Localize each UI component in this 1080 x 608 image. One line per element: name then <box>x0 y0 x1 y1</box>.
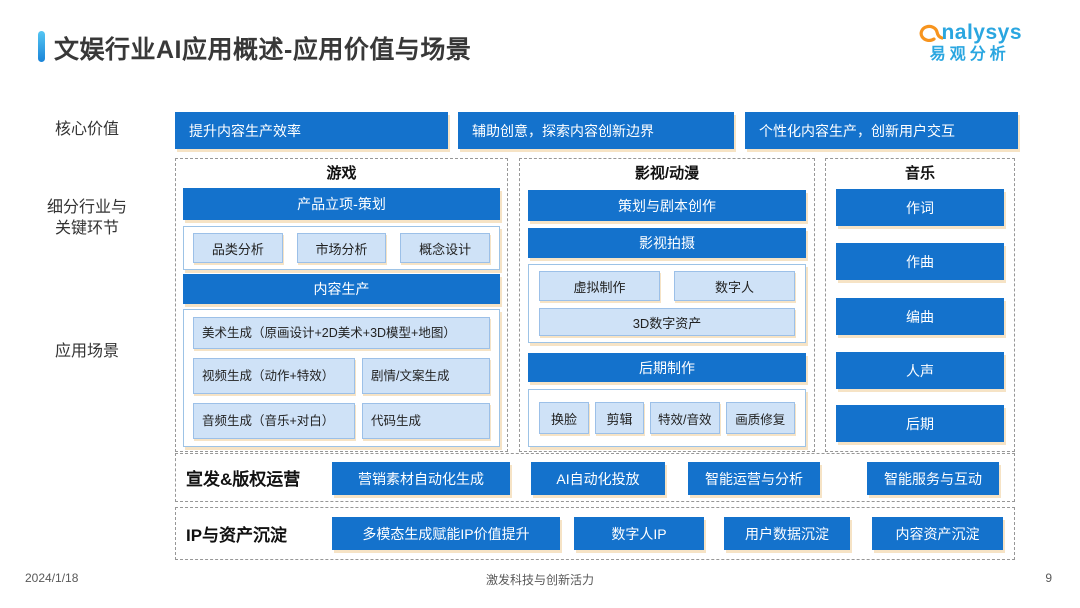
game-item-category-analysis: 品类分析 <box>193 233 283 263</box>
game-item-video-generation: 视频生成（动作+特效） <box>193 358 355 394</box>
music-item-post: 后期 <box>836 405 1004 442</box>
logo-brand-text: nalysys <box>941 20 1022 44</box>
footer-date: 2024/1/18 <box>25 571 79 585</box>
game-item-art-generation: 美术生成（原画设计+2D美术+3D模型+地图） <box>193 317 490 349</box>
ip-item-content-assets: 内容资产沉淀 <box>872 517 1003 550</box>
film-item-digital-human: 数字人 <box>674 271 795 302</box>
film-item-virtual-production: 虚拟制作 <box>539 271 660 302</box>
promo-item-smart-operation: 智能运营与分析 <box>688 462 820 495</box>
game-column: 游戏 产品立项-策划 品类分析 市场分析 概念设计 内容生产 美术生成（原画设计… <box>175 158 508 452</box>
film-item-quality-restore: 画质修复 <box>725 402 795 434</box>
game-stage-content-production: 内容生产 <box>183 274 500 304</box>
footer-page-number: 9 <box>1045 571 1052 585</box>
core-value-box-3: 个性化内容生产，创新用户交互 <box>745 112 1018 149</box>
music-item-vocals: 人声 <box>836 352 1004 389</box>
promo-label: 宣发&版权运营 <box>186 470 301 489</box>
promo-item-ai-ad-placement: AI自动化投放 <box>531 462 665 495</box>
film-stage-script: 策划与剧本创作 <box>528 190 806 221</box>
game-item-code-generation: 代码生成 <box>362 403 490 439</box>
analysys-logo: nalysys 易观分析 <box>917 20 1022 64</box>
film-post-panel: 换脸 剪辑 特效/音效 画质修复 <box>528 389 806 447</box>
film-item-editing: 剪辑 <box>595 402 644 434</box>
music-item-lyrics: 作词 <box>836 189 1004 226</box>
film-column: 影视/动漫 策划与剧本创作 影视拍摄 虚拟制作 数字人 3D数字资产 后期制作 … <box>519 158 815 452</box>
film-item-vfx-sfx: 特效/音效 <box>650 402 720 434</box>
promo-item-marketing-assets: 营销素材自动化生成 <box>332 462 510 495</box>
ip-item-multimodal-value: 多模态生成赋能IP价值提升 <box>332 517 560 550</box>
logo-name-text: 易观分析 <box>929 46 1010 63</box>
ip-band: IP与资产沉淀 多模态生成赋能IP价值提升 数字人IP 用户数据沉淀 内容资产沉… <box>175 507 1015 560</box>
film-stage-post-production: 后期制作 <box>528 353 806 382</box>
game-planning-panel: 品类分析 市场分析 概念设计 <box>183 226 500 270</box>
promo-band: 宣发&版权运营 营销素材自动化生成 AI自动化投放 智能运营与分析 智能服务与互… <box>175 453 1015 502</box>
game-header: 游戏 <box>326 165 357 182</box>
game-item-concept-design: 概念设计 <box>400 233 491 263</box>
promo-item-smart-service: 智能服务与互动 <box>867 462 999 495</box>
label-industry-line2: 关键环节 <box>54 220 119 237</box>
logo-swoosh-icon <box>917 20 945 44</box>
game-item-market-analysis: 市场分析 <box>296 233 387 263</box>
game-content-panel: 美术生成（原画设计+2D美术+3D模型+地图） 视频生成（动作+特效） 剧情/文… <box>183 309 500 447</box>
game-item-story-generation: 剧情/文案生成 <box>362 358 490 394</box>
music-item-arranging: 编曲 <box>836 298 1004 335</box>
game-stage-planning: 产品立项-策划 <box>183 188 500 220</box>
music-column: 音乐 作词 作曲 编曲 人声 后期 <box>825 158 1015 452</box>
music-item-composing: 作曲 <box>836 243 1004 280</box>
label-scenario: 应用场景 <box>54 343 119 360</box>
page-title: 文娱行业AI应用概述-应用价值与场景 <box>54 36 472 64</box>
footer-slogan: 激发科技与创新活力 <box>485 573 594 587</box>
ip-item-user-data: 用户数据沉淀 <box>724 517 850 550</box>
label-core-value: 核心价值 <box>54 121 119 138</box>
core-value-box-2: 辅助创意，探索内容创新边界 <box>458 112 734 149</box>
film-item-face-swap: 换脸 <box>539 402 589 434</box>
core-value-box-1: 提升内容生产效率 <box>175 112 448 149</box>
label-industry-line1: 细分行业与 <box>46 199 127 216</box>
game-item-audio-generation: 音频生成（音乐+对白） <box>193 403 355 439</box>
film-item-3d-assets: 3D数字资产 <box>539 308 795 336</box>
ip-label: IP与资产沉淀 <box>186 526 288 545</box>
music-header: 音乐 <box>904 165 935 182</box>
label-industry: 细分行业与 关键环节 <box>22 197 152 239</box>
film-stage-shooting: 影视拍摄 <box>528 228 806 258</box>
film-shooting-panel: 虚拟制作 数字人 3D数字资产 <box>528 264 806 343</box>
ip-item-digital-human-ip: 数字人IP <box>574 517 704 550</box>
film-header: 影视/动漫 <box>634 165 700 182</box>
title-accent-bar <box>38 31 45 62</box>
